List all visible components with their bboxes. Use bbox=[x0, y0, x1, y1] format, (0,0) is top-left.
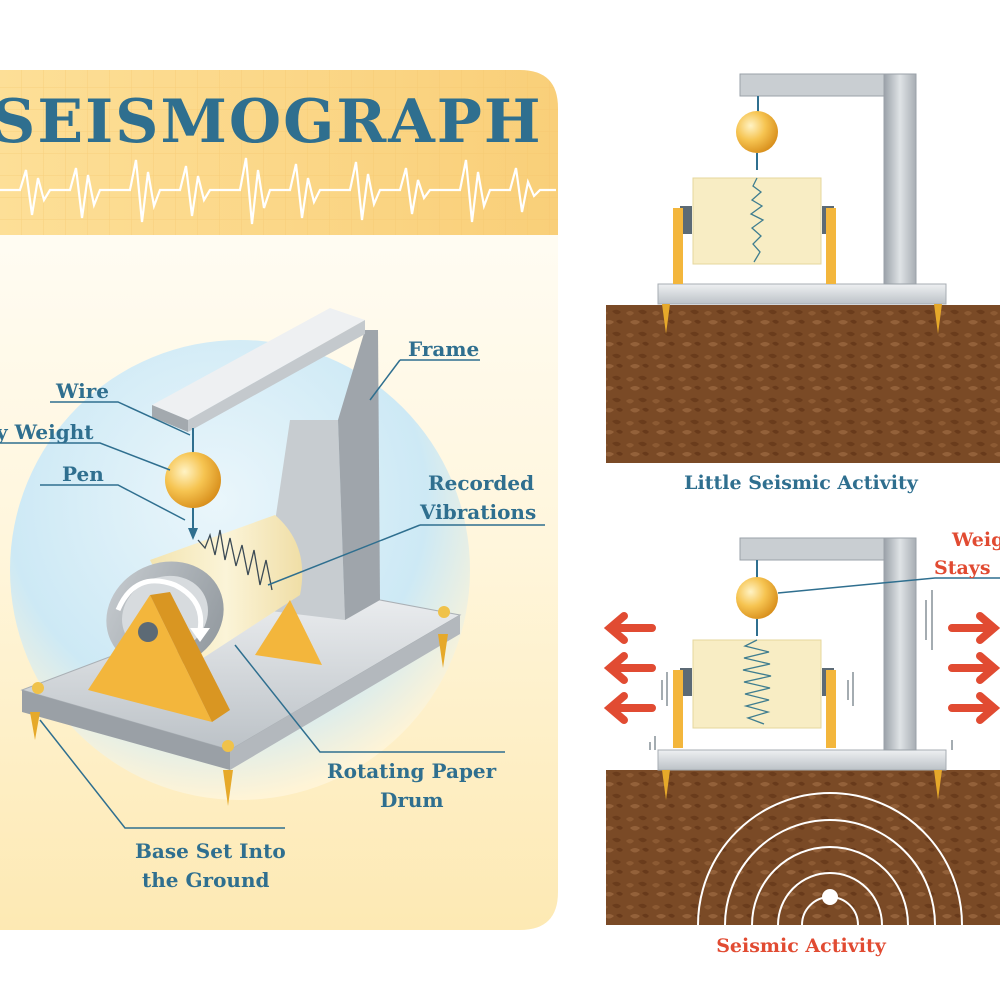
label-wire: Wire bbox=[55, 379, 109, 403]
arrow-right-icon bbox=[948, 612, 1000, 724]
panel-little-activity: Little Seismic Activity bbox=[606, 73, 1000, 494]
part-labels: Frame Wire y Weight Pen Recorded Vibrati… bbox=[0, 337, 536, 892]
drum-support-back bbox=[255, 600, 322, 665]
seismic-wave-line bbox=[0, 157, 556, 225]
label-recorded-1: Recorded bbox=[428, 471, 534, 495]
epicenter-dot bbox=[822, 889, 838, 905]
label-weight: y Weight bbox=[0, 420, 94, 444]
soil-block bbox=[606, 770, 1000, 925]
note-weight-2: Stays bbox=[934, 557, 991, 579]
page-title: SEISMOGRAPH bbox=[0, 87, 543, 157]
panel-seismic-activity: Weig Stays Seismic Activity bbox=[603, 529, 1000, 957]
base-plate bbox=[657, 283, 947, 305]
rotation-arrow-icon bbox=[115, 578, 204, 631]
title-banner: SEISMOGRAPH bbox=[0, 70, 558, 235]
caption-seismic-activity: Seismic Activity bbox=[716, 935, 887, 957]
label-frame: Frame bbox=[408, 337, 479, 361]
weight bbox=[736, 111, 778, 153]
seismograph-illustration bbox=[20, 308, 462, 806]
label-pen: Pen bbox=[62, 462, 104, 486]
label-recorded-2: Vibrations bbox=[419, 500, 536, 524]
drum-support-front bbox=[88, 595, 212, 722]
label-base-2: the Ground bbox=[142, 868, 270, 892]
motion-lines bbox=[649, 590, 953, 750]
label-base-1: Base Set Into bbox=[135, 839, 286, 863]
weight bbox=[736, 577, 778, 619]
label-drum-2: Drum bbox=[380, 788, 444, 812]
arrow-left-icon bbox=[603, 612, 656, 724]
caption-little-activity: Little Seismic Activity bbox=[684, 472, 919, 494]
frame bbox=[883, 73, 917, 285]
note-weight-1: Weig bbox=[951, 529, 1000, 551]
heavy-weight bbox=[165, 452, 221, 508]
paper-drum bbox=[692, 177, 822, 265]
base-legs bbox=[30, 606, 450, 806]
soil-block bbox=[606, 305, 1000, 463]
label-leaders bbox=[0, 359, 545, 829]
label-drum-1: Rotating Paper bbox=[327, 759, 497, 783]
